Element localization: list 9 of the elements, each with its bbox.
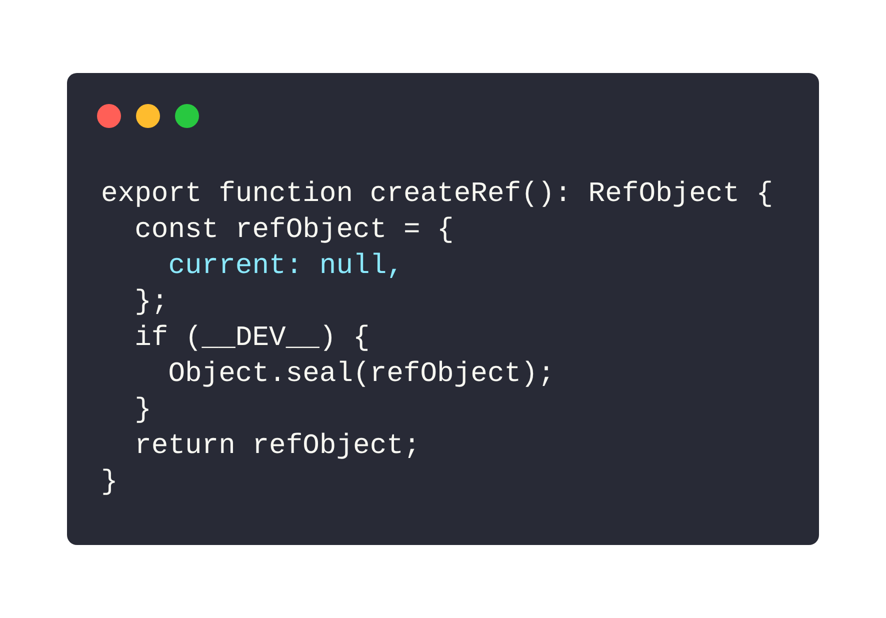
code-line: } xyxy=(134,394,152,428)
code-line: } xyxy=(101,466,118,500)
code-line: export function createRef(): RefObject { xyxy=(101,178,774,212)
code-line: if (__DEV__) { xyxy=(134,322,370,356)
code-line: return refObject; xyxy=(134,430,420,464)
code-line: Object.seal(refObject); xyxy=(168,358,555,392)
code-line: const refObject = { xyxy=(134,214,454,248)
code-line: }; xyxy=(134,286,168,320)
code-line: current: null, xyxy=(168,250,404,284)
